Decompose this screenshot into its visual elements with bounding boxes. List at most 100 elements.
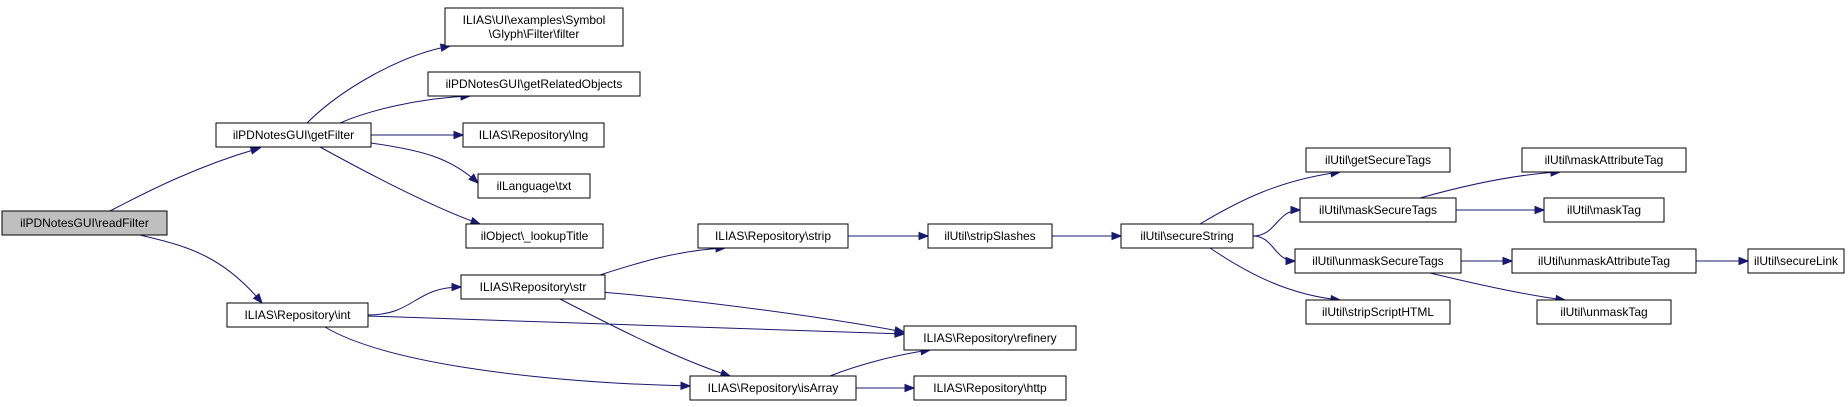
edge-arrowhead	[904, 383, 916, 393]
edge-n8-n9	[559, 298, 732, 378]
edges-layer	[109, 43, 1750, 393]
edge-n14-n16	[1252, 205, 1302, 237]
node-n6[interactable]: ilLanguage\txt	[477, 173, 591, 199]
node-label: ilPDNotesGUI\getRelatedObjects	[446, 77, 623, 91]
node-n1[interactable]: ilPDNotesGUI\getFilter	[215, 122, 372, 148]
edge-line	[367, 315, 905, 335]
node-n10[interactable]: ILIAS\Repository\refinery	[903, 325, 1077, 351]
node-label: ilUtil\unmaskAttributeTag	[1538, 254, 1670, 268]
node-n23[interactable]: ilUtil\secureLink	[1747, 248, 1845, 274]
node-n9[interactable]: ILIAS\Repository\isArray	[689, 375, 857, 401]
node-box[interactable]	[427, 71, 641, 97]
node-n14[interactable]: ilUtil\secureString	[1120, 223, 1254, 249]
edge-n1-n6	[370, 142, 480, 184]
node-box[interactable]	[697, 223, 849, 249]
edge-arrowhead	[1290, 205, 1302, 215]
edge-arrowhead	[468, 173, 480, 184]
node-box[interactable]	[689, 375, 857, 401]
node-label: ilUtil\maskSecureTags	[1319, 203, 1437, 217]
node-label: ilPDNotesGUI\getFilter	[233, 128, 354, 142]
node-label: ilObject\_lookupTitle	[481, 229, 589, 243]
node-box[interactable]	[465, 223, 604, 249]
node-n19[interactable]: ilUtil\maskAttributeTag	[1521, 147, 1687, 173]
node-label: ILIAS\Repository\str	[480, 280, 587, 294]
node-box[interactable]	[913, 375, 1067, 401]
edge-n11-n13	[848, 231, 930, 241]
edge-n21-n23	[1696, 256, 1750, 266]
node-box[interactable]	[1120, 223, 1254, 249]
node-n7[interactable]: ilObject\_lookupTitle	[465, 223, 604, 249]
node-box[interactable]	[462, 122, 605, 148]
edge-n2-n10	[367, 315, 906, 338]
edge-n17-n22	[1429, 272, 1567, 304]
node-label: ilUtil\unmaskTag	[1560, 305, 1647, 319]
node-label: ilUtil\maskAttributeTag	[1545, 153, 1664, 167]
edge-arrowhead	[451, 282, 463, 292]
edge-n17-n21	[1461, 256, 1514, 266]
node-box[interactable]	[444, 7, 624, 47]
node-n22[interactable]: ilUtil\unmaskTag	[1536, 299, 1672, 325]
node-box[interactable]	[1305, 147, 1451, 173]
edge-n14-n17	[1252, 235, 1297, 266]
node-label: ILIAS\Repository\http	[933, 381, 1047, 395]
node-box[interactable]	[927, 223, 1053, 249]
node-box[interactable]	[1543, 197, 1665, 223]
node-box[interactable]	[1511, 248, 1697, 274]
node-label: ilUtil\secureLink	[1754, 254, 1839, 268]
edge-n13-n14	[1052, 231, 1123, 241]
node-box[interactable]	[1305, 299, 1451, 325]
node-box[interactable]	[1536, 299, 1672, 325]
node-label: ilUtil\getSecureTags	[1325, 153, 1431, 167]
node-box[interactable]	[226, 302, 369, 328]
edge-line	[1209, 247, 1341, 301]
edge-arrowhead	[1738, 256, 1750, 266]
node-label: ILIAS\Repository\int	[244, 308, 351, 322]
node-n15[interactable]: ilUtil\getSecureTags	[1305, 147, 1451, 173]
edge-line	[1252, 235, 1296, 262]
node-n0[interactable]: ilPDNotesGUI\readFilter	[1, 210, 168, 236]
node-n16[interactable]: ilUtil\maskSecureTags	[1299, 197, 1457, 223]
node-label: ilUtil\stripScriptHTML	[1322, 305, 1434, 319]
node-n2[interactable]: ILIAS\Repository\int	[226, 302, 369, 328]
node-label: ILIAS\Repository\isArray	[708, 381, 839, 395]
edge-line	[1429, 272, 1566, 301]
node-n12[interactable]: ILIAS\Repository\http	[913, 375, 1067, 401]
edge-n2-n8	[367, 282, 463, 316]
node-n17[interactable]: ilUtil\unmaskSecureTags	[1294, 248, 1462, 274]
node-box[interactable]	[215, 122, 372, 148]
node-box[interactable]	[477, 173, 591, 199]
node-box[interactable]	[1521, 147, 1687, 173]
edge-n16-n19	[1419, 168, 1562, 199]
edge-n1-n5	[371, 130, 465, 140]
node-n3[interactable]: ILIAS\UI\examples\Symbol\Glyph\Filter\fi…	[444, 7, 624, 47]
edge-line	[599, 247, 726, 276]
node-label: ILIAS\Repository\strip	[715, 229, 831, 243]
node-n11[interactable]: ILIAS\Repository\strip	[697, 223, 849, 249]
node-box[interactable]	[1747, 248, 1845, 274]
edge-line	[339, 95, 471, 124]
node-box[interactable]	[1299, 197, 1457, 223]
node-label: ilPDNotesGUI\readFilter	[20, 216, 149, 230]
node-box[interactable]	[1294, 248, 1462, 274]
node-box[interactable]	[903, 325, 1077, 351]
edge-line	[1419, 171, 1561, 199]
edge-n16-n20	[1456, 205, 1546, 215]
edge-n8-n10	[599, 291, 906, 335]
node-n5[interactable]: ILIAS\Repository\lng	[462, 122, 605, 148]
edge-arrowhead	[453, 130, 465, 140]
node-label: \Glyph\Filter\filter	[489, 27, 580, 41]
node-n8[interactable]: ILIAS\Repository\str	[460, 274, 606, 300]
edge-n0-n2	[139, 234, 263, 305]
node-n18[interactable]: ilUtil\stripScriptHTML	[1305, 299, 1451, 325]
node-n13[interactable]: ilUtil\stripSlashes	[927, 223, 1053, 249]
node-label: ILIAS\Repository\lng	[479, 128, 588, 142]
node-box[interactable]	[1, 210, 168, 236]
node-n20[interactable]: ilUtil\maskTag	[1543, 197, 1665, 223]
node-n21[interactable]: ilUtil\unmaskAttributeTag	[1511, 248, 1697, 274]
edge-n9-n10	[829, 347, 932, 377]
edge-line	[139, 234, 263, 304]
node-n4[interactable]: ilPDNotesGUI\getRelatedObjects	[427, 71, 641, 97]
edge-line	[324, 326, 691, 387]
edge-arrowhead	[1285, 256, 1297, 266]
node-box[interactable]	[460, 274, 606, 300]
